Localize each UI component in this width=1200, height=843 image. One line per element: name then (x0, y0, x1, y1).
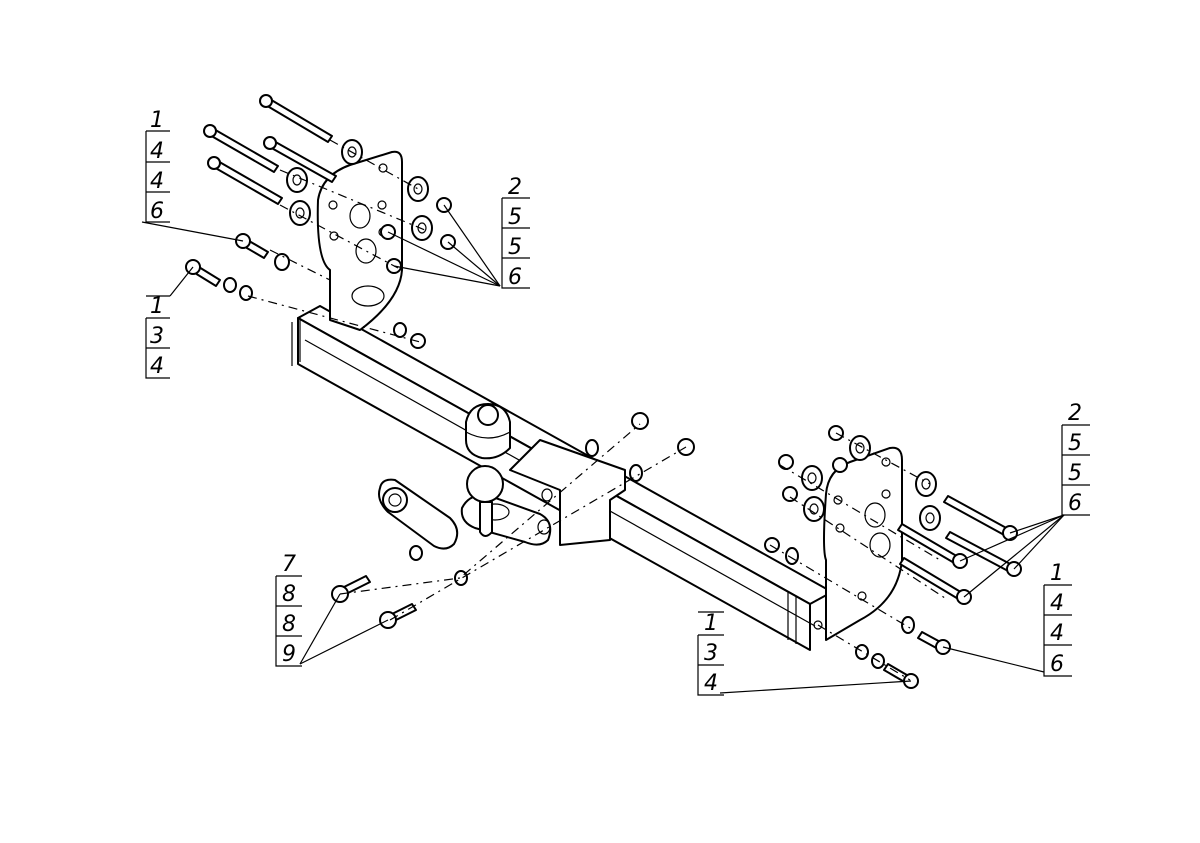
callout-label: 5 (508, 235, 522, 260)
callout-label: 8 (282, 612, 296, 637)
callout-label: 8 (282, 582, 296, 607)
callout-label: 1 (150, 294, 164, 319)
leader-lines (141, 204, 1065, 694)
callout-label: 5 (1068, 431, 1082, 456)
callout-label: 1 (150, 108, 164, 133)
callout-label: 2 (1068, 401, 1082, 426)
callout-label: 1 (1050, 561, 1064, 586)
tow-ball (465, 403, 511, 537)
callout-label: 3 (704, 641, 718, 666)
callout-label: 4 (704, 671, 718, 696)
bolts-top-left (185, 94, 337, 287)
right-bracket (813, 446, 903, 641)
callout-top-left: 1 4 4 6 (145, 108, 170, 224)
callout-label: 6 (1068, 491, 1082, 516)
callout-label: 4 (150, 139, 164, 164)
callout-right-upper: 2 5 5 6 (1061, 401, 1090, 516)
callout-bottom-middle: 1 3 4 (697, 611, 724, 696)
callout-right-lower: 1 4 4 6 (1043, 561, 1072, 677)
callout-label: 5 (1068, 461, 1082, 486)
callout-label: 7 (282, 552, 296, 577)
callout-label: 4 (1050, 621, 1064, 646)
callout-top-left-lower: 1 3 4 (145, 294, 170, 379)
callout-label: 5 (508, 205, 522, 230)
callout-top-right-left: 2 5 5 6 (501, 175, 530, 290)
socket-plate (378, 478, 459, 550)
left-bracket (316, 150, 403, 331)
callout-label: 6 (1050, 652, 1064, 677)
callout-label: 9 (282, 642, 296, 667)
callout-label: 1 (704, 611, 718, 636)
callout-bottom-left: 7 8 8 9 (275, 552, 302, 667)
callout-label: 6 (508, 265, 522, 290)
callout-label: 2 (508, 175, 522, 200)
assembly-centre-lines (247, 139, 949, 681)
callout-label: 4 (150, 354, 164, 379)
centre-hardware (331, 412, 695, 629)
callout-label: 4 (150, 169, 164, 194)
callout-label: 6 (150, 199, 164, 224)
callout-label: 3 (150, 324, 164, 349)
callout-label: 4 (1050, 591, 1064, 616)
